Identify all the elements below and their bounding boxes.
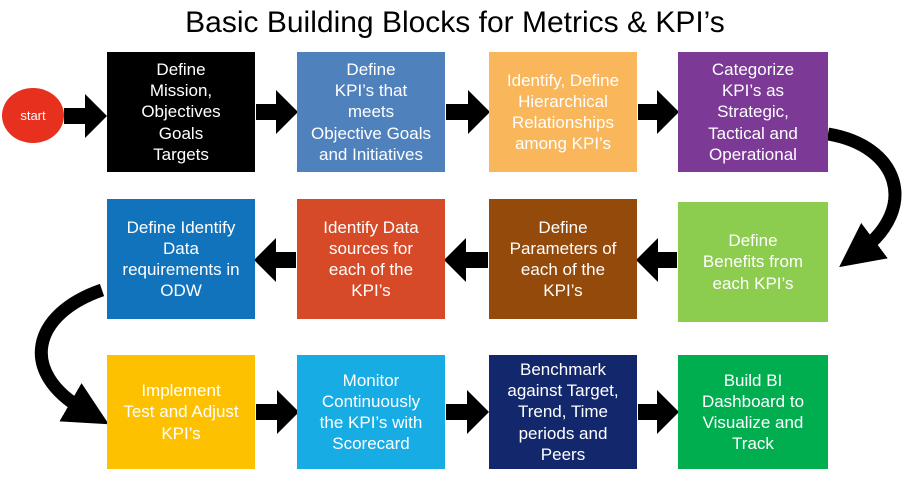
arrow-step11-to-step12 bbox=[638, 390, 679, 434]
step-define-mission: Define Mission, Objectives Goals Targets bbox=[107, 52, 255, 172]
step-define-benefits: Define Benefits from each KPI’s bbox=[678, 202, 828, 322]
step-identify-data-sources: Identify Data sources for each of the KP… bbox=[297, 199, 445, 319]
step-categorize-kpis: Categorize KPI’s as Strategic, Tactical … bbox=[678, 52, 828, 172]
arrow-step2-to-step3 bbox=[446, 90, 490, 134]
arrow-curve-right bbox=[826, 127, 902, 268]
arrow-start-to-step1 bbox=[64, 94, 107, 138]
step-build-bi-dashboard: Build BI Dashboard to Visualize and Trac… bbox=[678, 355, 828, 469]
step-identify-hierarchical: Identify, Define Hierarchical Relationsh… bbox=[489, 52, 637, 172]
arrow-step10-to-step11 bbox=[446, 390, 489, 434]
arrow-step1-to-step2 bbox=[256, 90, 298, 134]
step-benchmark: Benchmark against Target, Trend, Time pe… bbox=[489, 355, 637, 469]
start-node: start bbox=[2, 88, 64, 143]
step-define-kpis: Define KPI’s that meets Objective Goals … bbox=[297, 52, 445, 172]
step-define-parameters: Define Parameters of each of the KPI’s bbox=[489, 199, 637, 319]
step-define-data-requirements: Define Identify Data requirements in ODW bbox=[107, 199, 255, 319]
arrow-step9-to-step10 bbox=[256, 390, 299, 434]
step-implement-test-adjust: Implement Test and Adjust KPI’s bbox=[107, 355, 255, 469]
arrow-step8-to-step7 bbox=[636, 238, 677, 282]
arrow-step3-to-step4 bbox=[638, 90, 679, 134]
diagram-title: Basic Building Blocks for Metrics & KPI’… bbox=[185, 6, 725, 39]
arrow-curve-left bbox=[34, 283, 109, 425]
step-monitor-continuously: Monitor Continuously the KPI’s with Scor… bbox=[297, 355, 445, 469]
arrow-step7-to-step6 bbox=[444, 238, 488, 282]
arrow-step6-to-step5 bbox=[254, 238, 296, 282]
